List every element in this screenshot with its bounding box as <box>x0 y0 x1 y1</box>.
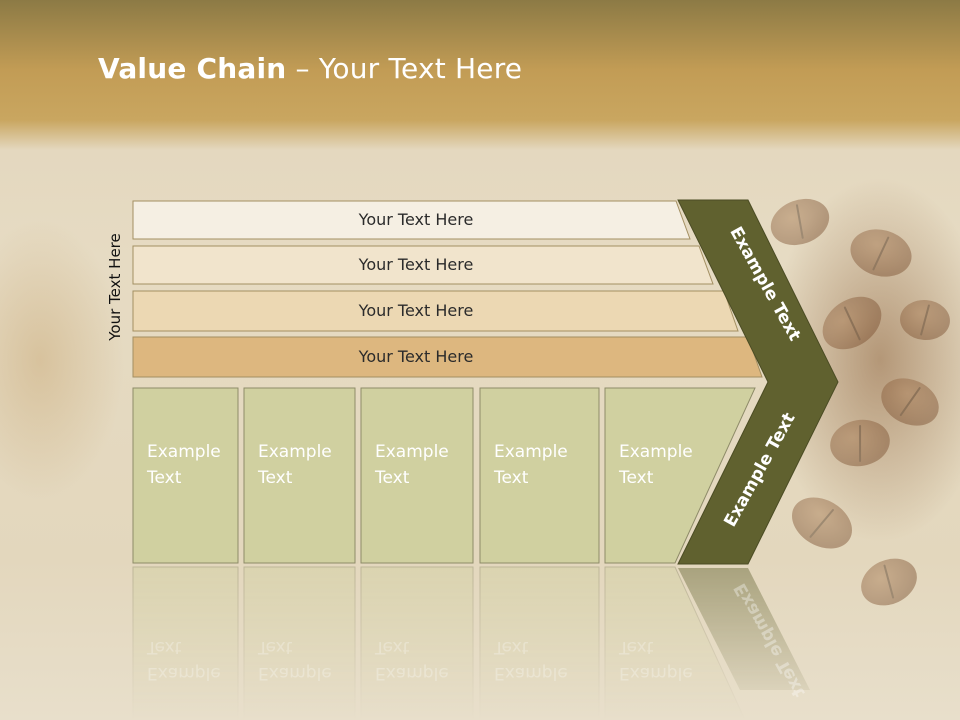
chain-cell-label-reflection-5: Example Text <box>619 634 693 686</box>
value-bar-label-3: Your Text Here <box>358 301 474 320</box>
chain-cell-4 <box>479 387 600 564</box>
chain-cell-3 <box>360 387 474 564</box>
cell-line-2-reflection: Text <box>619 637 654 657</box>
value-bar-2 <box>132 245 714 285</box>
chain-cell-reflection-1 <box>132 566 239 720</box>
cell-line-2-reflection: Text <box>258 637 293 657</box>
chain-cell-label-reflection-1: Example Text <box>147 634 221 686</box>
chain-cell-label-reflection-4: Example Text <box>494 634 568 686</box>
cell-line-1: Example <box>147 442 221 462</box>
chain-cell-5 <box>604 387 756 564</box>
cell-line-1: Example <box>619 442 693 462</box>
chain-cell-reflection-2 <box>243 566 356 720</box>
cell-line-2: Text <box>619 468 654 488</box>
title-bold: Value Chain <box>98 52 287 85</box>
cell-line-2: Text <box>258 468 293 488</box>
chain-cell-reflection-5 <box>604 566 746 720</box>
cell-line-1-reflection: Example <box>619 663 693 683</box>
chain-cell-reflection-4 <box>479 566 600 720</box>
chain-cell-reflection-3 <box>360 566 474 720</box>
cell-line-1: Example <box>258 442 332 462</box>
cell-line-2: Text <box>494 468 529 488</box>
slide-title: Value Chain – Your Text Here <box>98 52 522 85</box>
title-rest: – Your Text Here <box>286 52 523 85</box>
cell-line-1-reflection: Example <box>375 663 449 683</box>
cell-line-1: Example <box>494 442 568 462</box>
cell-line-2-reflection: Text <box>494 637 529 657</box>
chain-cell-1 <box>132 387 239 564</box>
cell-line-2-reflection: Text <box>375 637 410 657</box>
chevron-arrow <box>677 199 839 565</box>
value-bar-label-4: Your Text Here <box>358 347 474 366</box>
cell-line-2: Text <box>375 468 410 488</box>
chain-cell-label-reflection-3: Example Text <box>375 634 449 686</box>
cell-line-1-reflection: Example <box>258 663 332 683</box>
cell-line-2-reflection: Text <box>147 637 182 657</box>
cell-line-1-reflection: Example <box>147 663 221 683</box>
chain-cell-label-reflection-2: Example Text <box>258 634 332 686</box>
chevron-arrow-reflection <box>678 568 810 690</box>
value-bar-1 <box>132 200 691 240</box>
value-bar-label-1: Your Text Here <box>358 210 474 229</box>
cell-line-1: Example <box>375 442 449 462</box>
value-bar-label-2: Your Text Here <box>358 255 474 274</box>
chain-cell-2 <box>243 387 356 564</box>
value-bar-4 <box>132 336 763 378</box>
cell-line-2: Text <box>147 468 182 488</box>
cell-line-1-reflection: Example <box>494 663 568 683</box>
value-bar-3 <box>132 290 739 332</box>
